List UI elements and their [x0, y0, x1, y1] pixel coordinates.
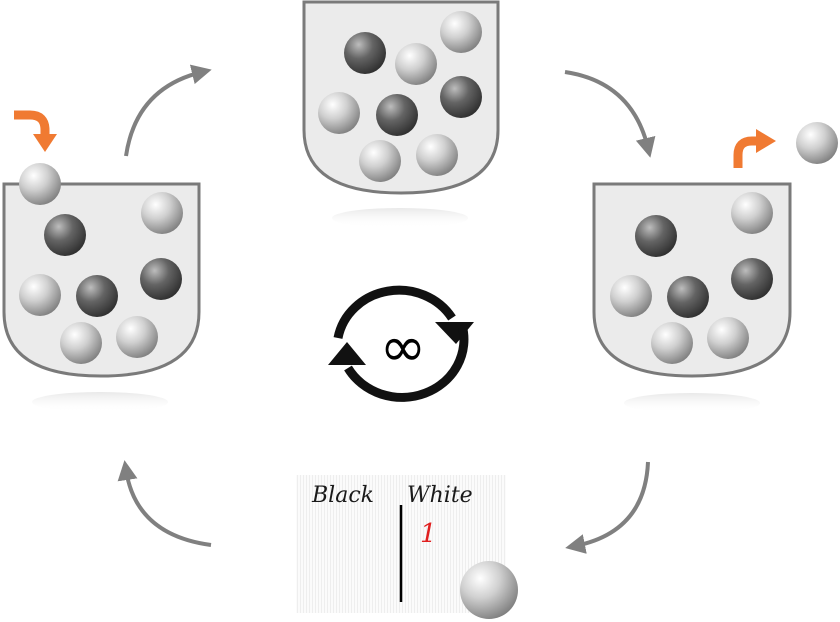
tally-header-black: Black	[311, 483, 374, 508]
urn-top	[302, 0, 500, 228]
urn-reflection	[332, 208, 468, 228]
curved-up-arrow-icon	[733, 129, 776, 168]
white-ball-icon	[460, 561, 518, 619]
white-ball	[141, 192, 183, 234]
infinity-symbol: ∞	[380, 315, 427, 380]
dark-ball	[376, 94, 418, 136]
refresh-cycle-icon: ∞	[328, 285, 474, 402]
cycle-arrow-right-to-tally	[565, 461, 650, 554]
dark-ball	[635, 215, 677, 257]
urn-reflection	[624, 393, 760, 413]
white-ball	[440, 11, 482, 53]
cycle-arrow-top-to-right	[564, 70, 656, 158]
dark-ball	[731, 258, 773, 300]
white-ball	[19, 274, 61, 316]
white-ball	[318, 92, 360, 134]
dark-ball	[44, 214, 86, 256]
white-ball-drawn	[796, 122, 838, 164]
white-ball	[707, 317, 749, 359]
cycle-arrow-left-to-top	[124, 64, 212, 157]
white-ball-added	[19, 163, 61, 205]
white-ball	[610, 275, 652, 317]
white-ball	[651, 322, 693, 364]
tally-board: Black White 1	[296, 475, 518, 619]
urn-reflection	[32, 392, 168, 412]
white-ball	[116, 316, 158, 358]
white-ball	[416, 134, 458, 176]
cycle-arrow-tally-to-left	[117, 460, 212, 547]
tally-header-white: White	[407, 483, 473, 508]
white-ball	[395, 43, 437, 85]
white-ball	[60, 322, 102, 364]
white-ball	[359, 140, 401, 182]
dark-ball	[667, 276, 709, 318]
cycle-arrows	[117, 64, 656, 554]
curved-down-arrow-icon	[14, 110, 57, 152]
dark-ball	[344, 32, 386, 74]
dark-ball	[440, 76, 482, 118]
dark-ball	[76, 275, 118, 317]
urn-left	[2, 163, 201, 412]
tally-white-count: 1	[420, 519, 437, 549]
urn-right	[592, 122, 838, 413]
dark-ball	[140, 258, 182, 300]
white-ball	[731, 192, 773, 234]
